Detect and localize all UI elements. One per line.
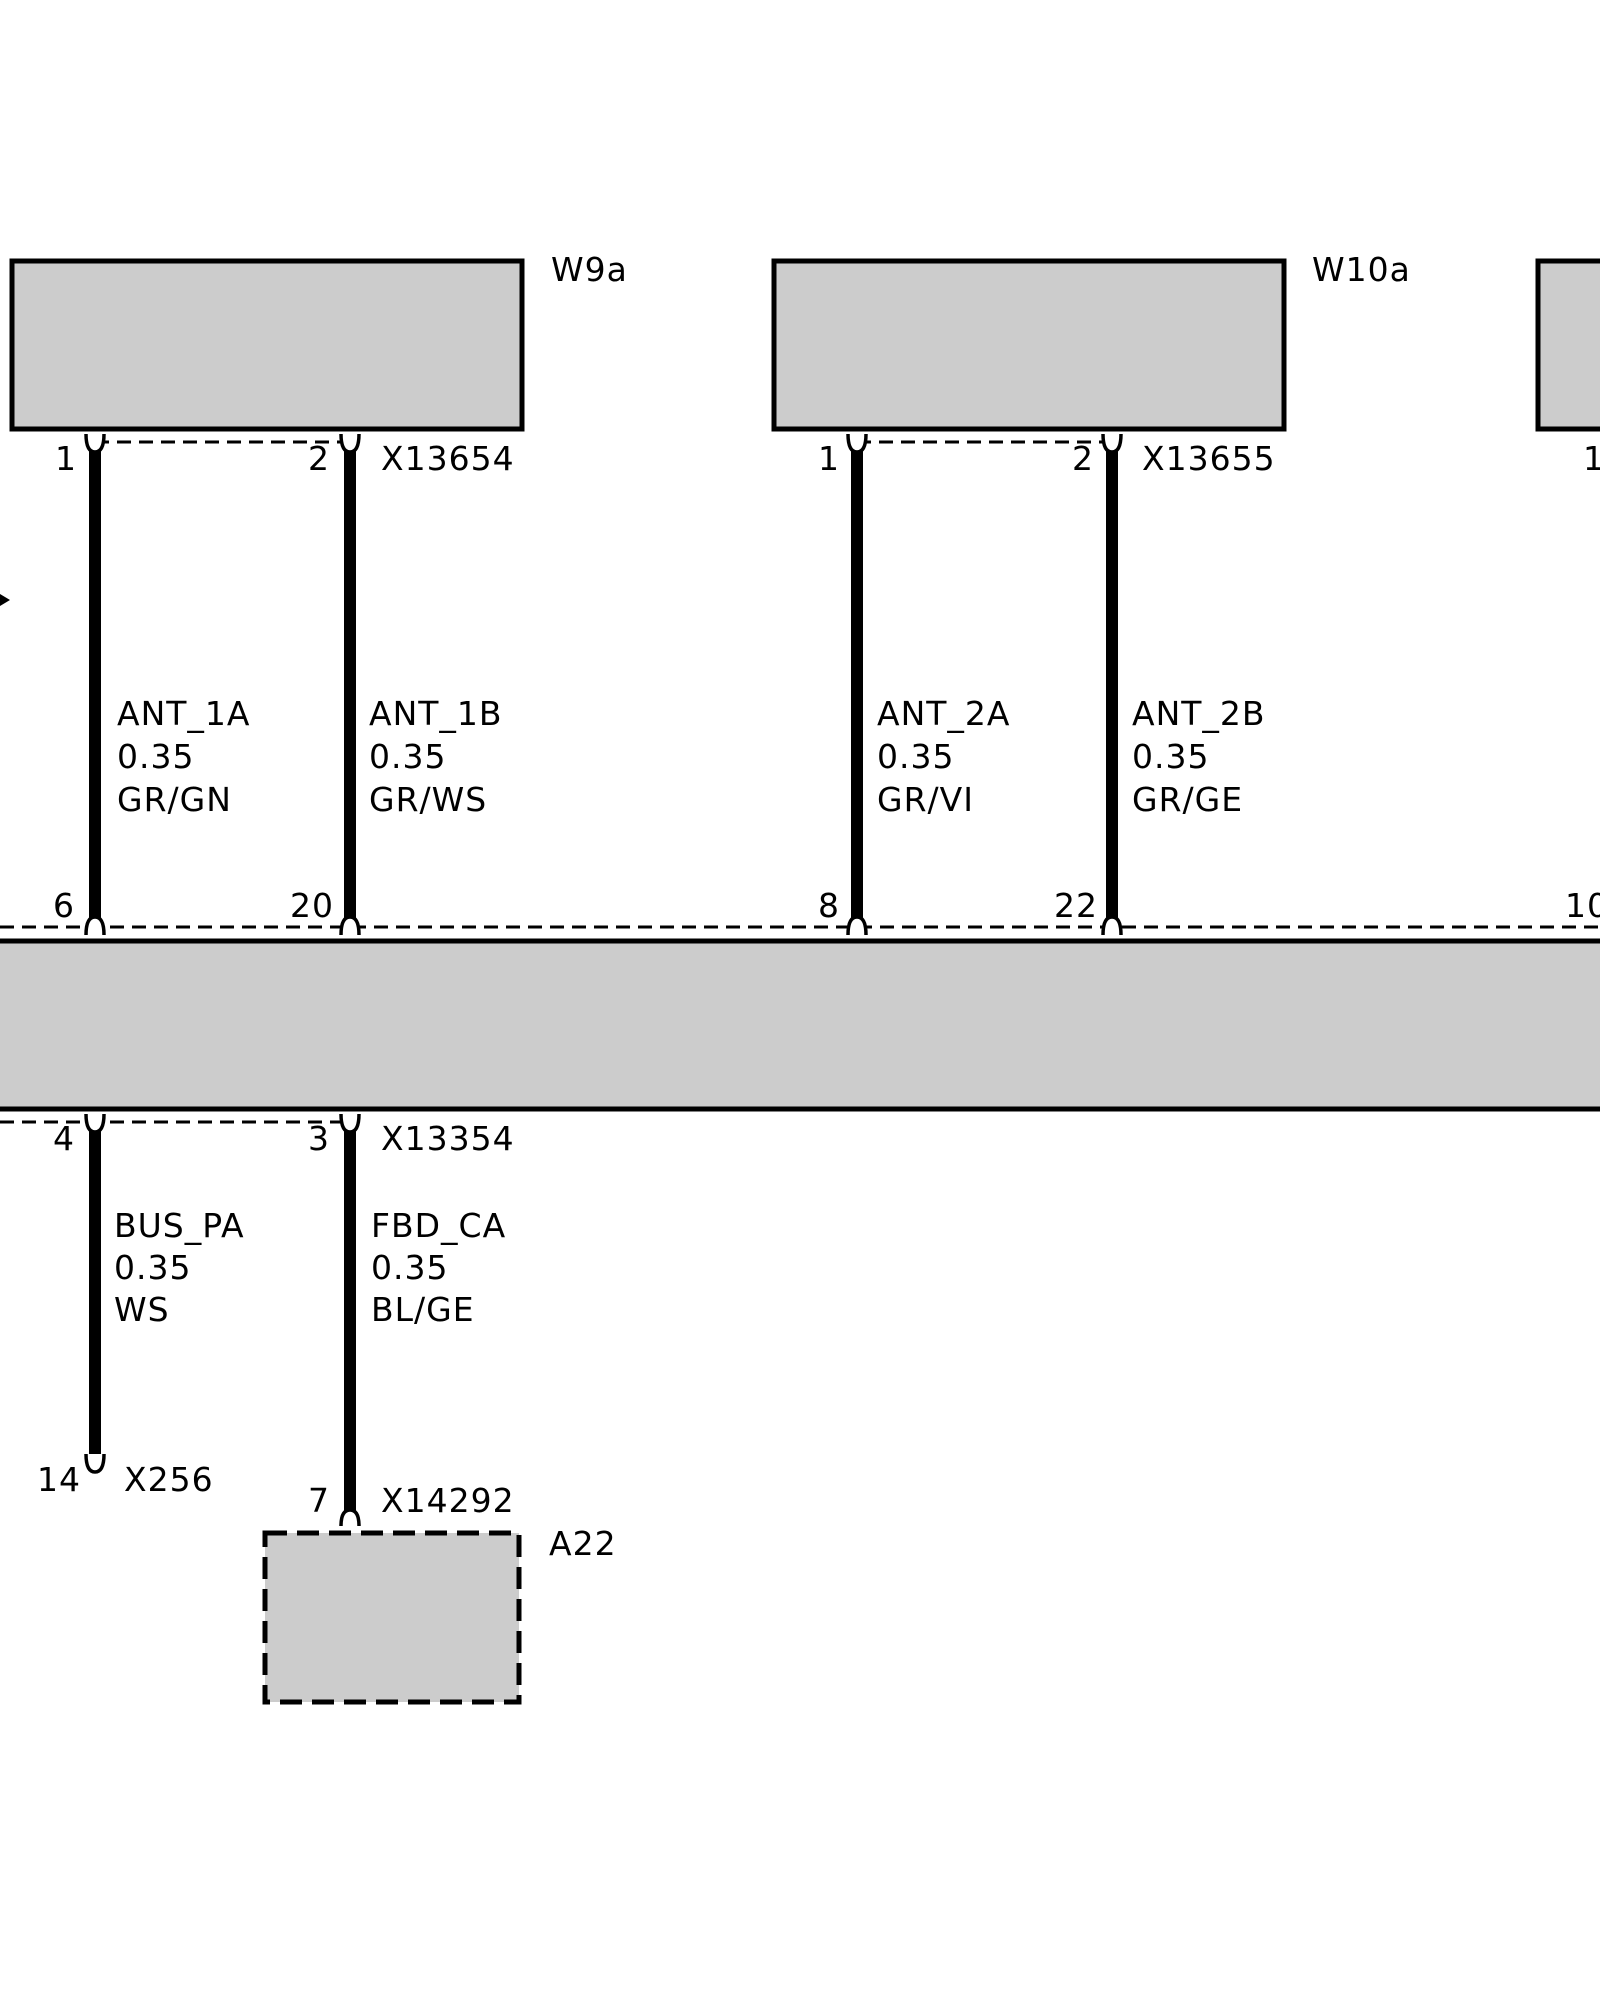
connector-x13354-name: X13354 bbox=[381, 1119, 515, 1158]
wire-color: GR/VI bbox=[877, 780, 974, 819]
wire-bus-pa-label: BUS_PA 0.35 WS bbox=[114, 1206, 245, 1329]
wire-signal: BUS_PA bbox=[114, 1206, 245, 1245]
component-w9a-box[interactable] bbox=[9, 258, 525, 432]
pin-terminal-icon bbox=[1101, 915, 1123, 936]
wire-fbd-ca-label: FBD_CA 0.35 BL/GE bbox=[371, 1206, 506, 1329]
main-unit-box[interactable] bbox=[0, 938, 1600, 1112]
pin-terminal-icon bbox=[846, 915, 868, 936]
connector-x13654-pin-1: 1 bbox=[55, 439, 77, 478]
pin-terminal-icon bbox=[84, 915, 106, 936]
component-w10a-label: W10a bbox=[1312, 250, 1411, 289]
wire-size: 0.35 bbox=[877, 737, 954, 776]
wire-signal: ANT_2B bbox=[1132, 694, 1266, 733]
wire-color: GR/GE bbox=[1132, 780, 1243, 819]
component-partial-right-box[interactable] bbox=[1535, 258, 1600, 432]
wire-ant-1b-label: ANT_1B 0.35 GR/WS bbox=[369, 694, 503, 819]
offpage-arrow-icon bbox=[0, 594, 10, 606]
wire-size: 0.35 bbox=[371, 1248, 448, 1287]
wire-size: 0.35 bbox=[369, 737, 446, 776]
component-w9a-label: W9a bbox=[551, 250, 628, 289]
component-w10a-box[interactable] bbox=[771, 258, 1287, 432]
connector-x13654-pin-2: 2 bbox=[308, 439, 330, 478]
main-top-pin-20: 20 bbox=[290, 886, 334, 925]
main-top-pin-8: 8 bbox=[818, 886, 840, 925]
pin-terminal-icon bbox=[339, 433, 361, 454]
main-top-pin-6: 6 bbox=[53, 886, 75, 925]
pin-terminal-icon bbox=[846, 433, 868, 454]
wire-signal: ANT_1B bbox=[369, 694, 503, 733]
wire-signal: FBD_CA bbox=[371, 1206, 506, 1245]
wire-ant-2a-label: ANT_2A 0.35 GR/VI bbox=[877, 694, 1011, 819]
connector-x14292-pin: 7 bbox=[308, 1481, 330, 1520]
wire-size: 0.35 bbox=[1132, 737, 1209, 776]
wire-signal: ANT_2A bbox=[877, 694, 1011, 733]
partial-right-pin-1: 1 bbox=[1583, 439, 1600, 478]
connector-x13354-pin-3: 3 bbox=[308, 1119, 330, 1158]
component-a22-box[interactable] bbox=[262, 1530, 522, 1705]
main-top-pin-10: 10 bbox=[1565, 886, 1600, 925]
wire-ant-2b-label: ANT_2B 0.35 GR/GE bbox=[1132, 694, 1266, 819]
wire-signal: ANT_1A bbox=[117, 694, 251, 733]
wire-size: 0.35 bbox=[117, 737, 194, 776]
wire-color: GR/GN bbox=[117, 780, 232, 819]
pin-terminal-icon bbox=[339, 1113, 361, 1134]
wire-size: 0.35 bbox=[114, 1248, 191, 1287]
pin-terminal-icon bbox=[1101, 433, 1123, 454]
main-top-pin-22: 22 bbox=[1054, 886, 1098, 925]
pin-terminal-icon bbox=[339, 1508, 361, 1527]
connector-x13354-pin-4: 4 bbox=[53, 1119, 75, 1158]
pin-terminal-icon bbox=[84, 433, 106, 454]
connector-x13655-pin-2: 2 bbox=[1072, 439, 1094, 478]
wire-ant-1a-label: ANT_1A 0.35 GR/GN bbox=[117, 694, 251, 819]
wire-color: WS bbox=[114, 1290, 170, 1329]
pin-terminal-icon bbox=[84, 1453, 106, 1474]
connector-x13654-name: X13654 bbox=[381, 439, 515, 478]
connector-x13655-name: X13655 bbox=[1142, 439, 1276, 478]
connector-x256-name: X256 bbox=[124, 1460, 214, 1499]
wire-color: GR/WS bbox=[369, 780, 487, 819]
connector-x14292-name: X14292 bbox=[381, 1481, 515, 1520]
component-a22-label: A22 bbox=[549, 1524, 617, 1563]
pin-terminal-icon bbox=[339, 915, 361, 936]
connector-x256-pin: 14 bbox=[37, 1460, 81, 1499]
pin-terminal-icon bbox=[84, 1113, 106, 1134]
connector-x13655-pin-1: 1 bbox=[818, 439, 840, 478]
wire-color: BL/GE bbox=[371, 1290, 475, 1329]
